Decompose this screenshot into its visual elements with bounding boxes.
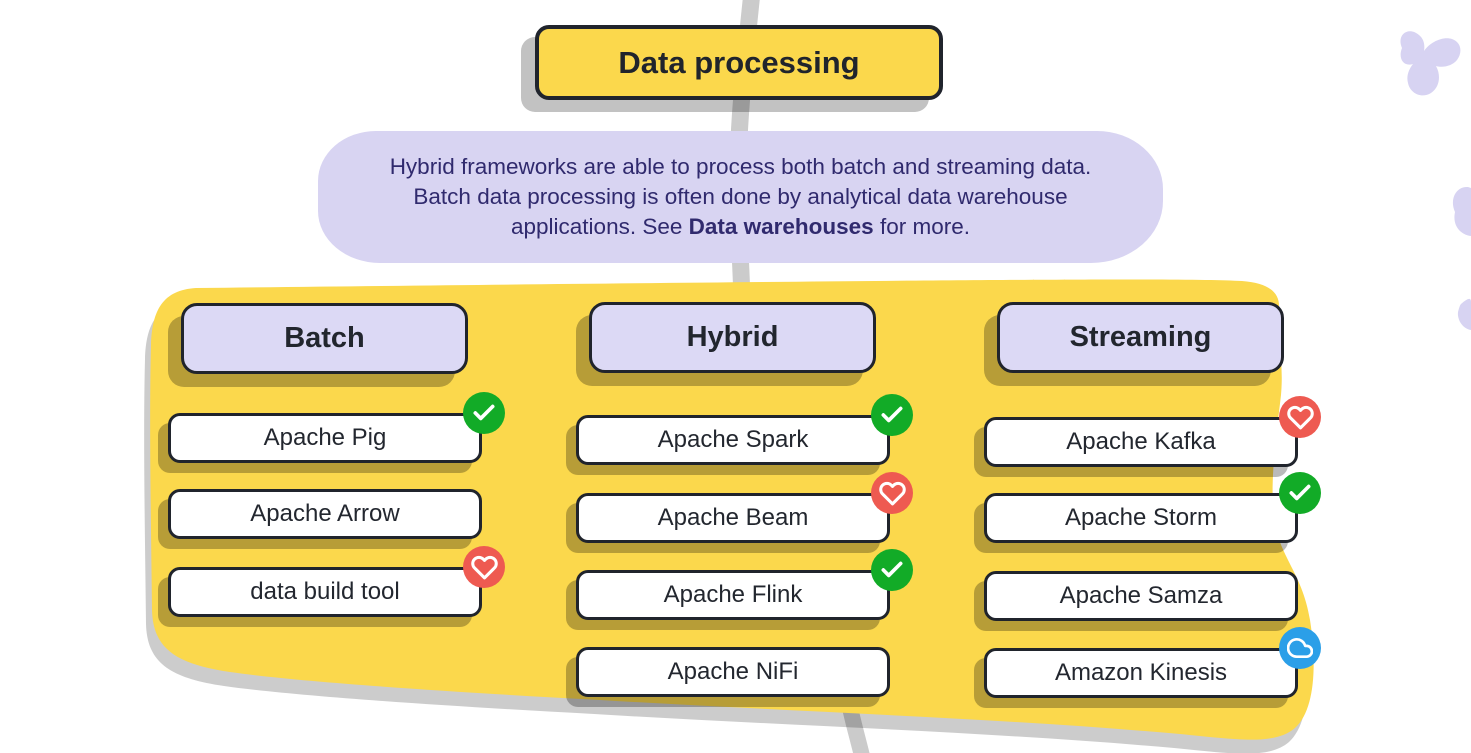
decorative-blob-right (1452, 186, 1471, 236)
item-node-apache-pig[interactable]: Apache Pig (168, 413, 482, 463)
note-bubble: Hybrid frameworks are able to process bo… (318, 131, 1163, 263)
check-icon (881, 561, 903, 578)
done-badge (463, 392, 505, 434)
favorite-badge (463, 546, 505, 588)
item-node-apache-spark[interactable]: Apache Spark (576, 415, 890, 465)
heart-icon (1286, 405, 1314, 429)
item-node-data-build-tool[interactable]: data build tool (168, 567, 482, 617)
favorite-badge (1279, 396, 1321, 438)
column-header-hybrid[interactable]: Hybrid (589, 302, 876, 373)
topic-node-data-processing[interactable]: Data processing (535, 25, 943, 100)
note-text-after: for more. (873, 214, 970, 239)
item-node-apache-arrow[interactable]: Apache Arrow (168, 489, 482, 539)
decorative-blob-butterfly (1400, 31, 1461, 96)
item-node-amazon-kinesis[interactable]: Amazon Kinesis (984, 648, 1298, 698)
check-icon (473, 404, 495, 421)
item-node-apache-storm[interactable]: Apache Storm (984, 493, 1298, 543)
check-icon (881, 406, 903, 423)
heart-icon (470, 555, 498, 579)
item-node-apache-kafka[interactable]: Apache Kafka (984, 417, 1298, 467)
heart-icon (878, 481, 906, 505)
cloud-badge (1279, 627, 1321, 669)
done-badge (871, 549, 913, 591)
item-node-apache-samza[interactable]: Apache Samza (984, 571, 1298, 621)
item-node-apache-flink[interactable]: Apache Flink (576, 570, 890, 620)
note-link-data-warehouses[interactable]: Data warehouses (688, 214, 874, 239)
column-header-batch[interactable]: Batch (181, 303, 468, 374)
done-badge (1279, 472, 1321, 514)
check-icon (1289, 484, 1311, 501)
cloud-icon (1287, 638, 1313, 659)
favorite-badge (871, 472, 913, 514)
note-text: Hybrid frameworks are able to process bo… (386, 152, 1095, 242)
topic-title: Data processing (618, 44, 860, 80)
item-node-apache-nifi[interactable]: Apache NiFi (576, 647, 890, 697)
done-badge (871, 394, 913, 436)
decorative-blob-lower (1457, 298, 1471, 330)
column-header-streaming[interactable]: Streaming (997, 302, 1284, 373)
item-node-apache-beam[interactable]: Apache Beam (576, 493, 890, 543)
note-text-before: Hybrid frameworks are able to process bo… (389, 154, 1092, 239)
